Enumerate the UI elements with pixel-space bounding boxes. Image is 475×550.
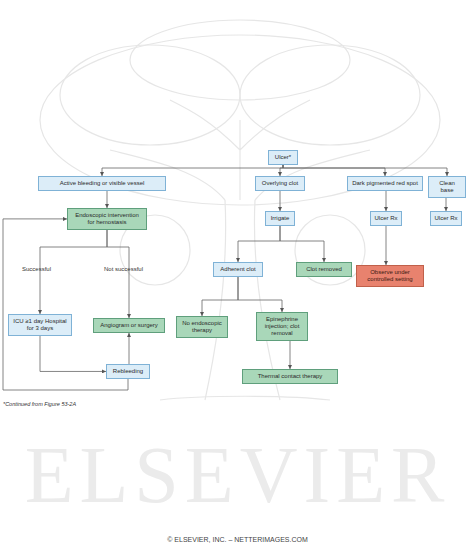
flow-arrow bbox=[40, 336, 106, 372]
finding-box: Clean base bbox=[428, 176, 466, 198]
flow-arrow bbox=[386, 226, 387, 265]
flow-arrow bbox=[283, 165, 447, 176]
copyright-text: © ELSEVIER, INC. – NETTERIMAGES.COM bbox=[0, 536, 475, 543]
flow-arrow bbox=[280, 191, 281, 211]
outcome-box: No endoscopic therapy bbox=[176, 316, 228, 338]
flow-arrow bbox=[386, 191, 387, 211]
edge-label: Successful bbox=[22, 266, 51, 272]
flow-arrow bbox=[107, 230, 129, 318]
flow-arrow bbox=[129, 333, 130, 364]
flow-arrow bbox=[280, 165, 283, 176]
flow-arrow bbox=[290, 341, 291, 369]
edge-label: Not successful bbox=[104, 266, 143, 272]
node-text: Ulcer Rx bbox=[434, 215, 458, 222]
node-text: Irrigate bbox=[269, 215, 291, 222]
node-text: No endoscopic therapy bbox=[180, 320, 224, 334]
flow-arrow bbox=[202, 277, 238, 316]
outcome-box: Clot removed bbox=[296, 262, 352, 277]
flow-arrow bbox=[446, 198, 447, 211]
flow-arrow bbox=[238, 277, 282, 312]
node-text: Ulcer* bbox=[272, 154, 294, 161]
intervention-box: Thermal contact therapy bbox=[242, 369, 338, 384]
caution-box: Observe under controlled setting bbox=[356, 265, 424, 287]
node-text: Endoscopic intervention for hemostasis bbox=[71, 212, 143, 226]
node-text: ICU ≥1 day Hospital for 3 days bbox=[12, 318, 68, 332]
finding-box: Active bleeding or visible vessel bbox=[38, 176, 166, 191]
finding-box: Overlying clot bbox=[255, 176, 305, 191]
footnote: *Continued from Figure 53-2A bbox=[3, 401, 76, 407]
finding-box: Adherent clot bbox=[213, 262, 263, 277]
ulcer-root-box: Ulcer* bbox=[268, 150, 298, 165]
node-text: Adherent clot bbox=[217, 266, 259, 273]
watermark-text: ELSEVIER bbox=[0, 430, 475, 521]
flow-arrow bbox=[238, 226, 280, 262]
node-text: Angiogram or surgery bbox=[97, 322, 161, 329]
node-text: Active bleeding or visible vessel bbox=[42, 180, 162, 187]
node-text: Rebleeding bbox=[110, 368, 146, 375]
flow-arrow bbox=[280, 226, 324, 262]
node-text: Observe under controlled setting bbox=[360, 269, 420, 283]
intervention-box: Epinephrine injection; clot removal bbox=[256, 312, 308, 341]
finding-box: Dark pigmented red spot bbox=[347, 176, 423, 191]
care-box: ICU ≥1 day Hospital for 3 days bbox=[8, 314, 72, 336]
flow-arrow bbox=[102, 165, 283, 176]
intervention-box: Angiogram or surgery bbox=[93, 318, 165, 333]
flow-arrow bbox=[283, 165, 385, 176]
node-text: Clot removed bbox=[300, 266, 348, 273]
tree-illustration bbox=[40, 20, 440, 400]
node-text: Thermal contact therapy bbox=[246, 373, 334, 380]
node-text: Overlying clot bbox=[259, 180, 301, 187]
process-box: Irrigate bbox=[265, 211, 295, 226]
flow-arrow bbox=[107, 191, 108, 208]
treatment-box: Ulcer Rx bbox=[430, 211, 462, 226]
node-text: Clean base bbox=[432, 180, 462, 194]
treatment-box: Ulcer Rx bbox=[370, 211, 402, 226]
node-text: Ulcer Rx bbox=[374, 215, 398, 222]
node-text: Epinephrine injection; clot removal bbox=[260, 316, 304, 337]
event-box: Rebleeding bbox=[106, 364, 150, 379]
node-text: Dark pigmented red spot bbox=[351, 180, 419, 187]
intervention-box: Endoscopic intervention for hemostasis bbox=[67, 208, 147, 230]
